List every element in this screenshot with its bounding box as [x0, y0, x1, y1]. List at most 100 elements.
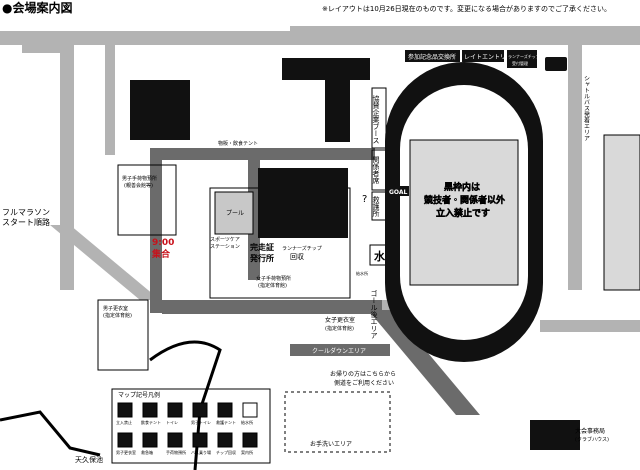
legend-label-water: 給水所	[241, 419, 253, 425]
medical-label: 救護所	[372, 195, 380, 218]
road-mid-vertical	[105, 45, 115, 155]
legend-label-eating: 飲食テント	[141, 419, 161, 425]
hq-label2: (クラブハウス)	[575, 436, 609, 443]
male-luggage-label2: (親善会館等)	[124, 182, 153, 189]
road-start-diagonal	[50, 225, 160, 300]
legend-label-no-entry: 立入禁止	[116, 419, 132, 425]
bus-icon	[192, 432, 208, 448]
sponsor-booth-box	[371, 87, 387, 149]
pool-label: プール	[226, 210, 244, 217]
restroom-icon	[167, 402, 183, 418]
legend-box	[111, 388, 271, 464]
runner-reception-label2: 受付管理	[512, 60, 528, 66]
no-entry-icon	[117, 402, 133, 418]
road-right-vertical	[568, 45, 582, 290]
course-start-line2: スタート順路	[2, 217, 50, 227]
boundary-lines	[0, 340, 222, 470]
path-top	[150, 148, 375, 160]
runner-reception-box	[507, 50, 537, 68]
dark-paths	[150, 148, 480, 415]
exit-note-line1: お帰りの方はこちらから	[330, 370, 396, 378]
male-locker-building	[97, 299, 149, 371]
legend-label-first-aid: 救急箱	[141, 449, 153, 455]
male-locker-label2: (指定体育館)	[103, 312, 132, 319]
creek-line	[149, 340, 222, 470]
locker-men-icon	[117, 432, 133, 448]
sponsor-booth-label: 協賛企業ブース	[372, 94, 380, 144]
restroom-men-icon	[192, 402, 208, 418]
late-entry-box	[462, 50, 504, 62]
cert-label1: 完走証	[250, 242, 274, 252]
female-locker-label2: (指定体育館)	[325, 325, 354, 332]
late-entry-label: レイトエントリー	[464, 54, 512, 61]
chip-label1: ランナーズチップ	[282, 245, 322, 252]
luggage-icon	[167, 432, 183, 448]
medical-icon	[217, 402, 233, 418]
water-icon	[242, 402, 258, 418]
gather-word: 集合	[151, 248, 171, 260]
goal-label: GOAL	[389, 189, 408, 196]
path-center-vertical	[248, 160, 260, 280]
sports-care-label2: ステーション	[210, 244, 240, 250]
info-icon	[242, 432, 258, 448]
relations-tent-label: 関係者席	[372, 156, 380, 185]
legend-items: 立入禁止飲食テントトイレ男子トイレ救護テント給水所男子更衣室救急箱手荷物預所バス…	[116, 402, 258, 455]
cooldown-label: クールダウンエリア	[312, 347, 366, 355]
question-label: ?	[362, 194, 367, 205]
female-luggage-label2: (指定体育館)	[258, 282, 287, 289]
path-cooldown	[290, 344, 390, 356]
legend-label-restroom: トイレ	[166, 420, 178, 425]
cert-label2: 発行所	[249, 253, 274, 263]
building-north-west	[130, 80, 190, 140]
legend-label-info: 案内所	[241, 449, 253, 455]
header-title: ●会場案内図	[2, 0, 72, 15]
goal-badge	[387, 186, 409, 196]
top-right-boxes: 参加記念品交換所 レイトエントリー ランナーズチップ 受付管理 シャトルバス発着…	[405, 50, 590, 141]
gift-exchange-label: 参加記念品交換所	[408, 53, 456, 61]
female-luggage-label1: 女子手荷物預所	[256, 275, 291, 282]
building-north	[282, 58, 370, 142]
legend-label-locker-men: 男子更衣室	[116, 449, 136, 455]
shuttle-bus-label: シャトルバス発着エリア	[583, 75, 590, 141]
legend-title: マップ記号凡例	[118, 391, 160, 399]
runner-reception-label1: ランナーズチップ	[508, 53, 540, 59]
sports-care-label1: スポーツケア	[210, 236, 240, 243]
infield-notice-line2: 競技者・関係者以外	[424, 194, 505, 206]
road-left-vertical	[60, 45, 74, 290]
legend-label-chip: チップ回収	[216, 449, 236, 455]
legend-label-restroom-men: 男子トイレ	[191, 419, 211, 425]
pool-area	[214, 191, 254, 235]
male-luggage-label1: 男子手荷物預所	[122, 175, 157, 182]
male-locker-label1: 男子更衣室	[103, 305, 128, 312]
path-exit-diagonal	[368, 310, 480, 415]
infield-notice-line3: 立入禁止です	[436, 207, 490, 219]
bus-icon	[545, 57, 567, 71]
water-small-label: 給水所	[356, 270, 368, 276]
exit-note-line2: 側道をご利用ください	[334, 379, 394, 387]
gather-time: 9:00	[152, 238, 174, 248]
building-far-right	[603, 134, 640, 291]
hand-wash-label: お手洗いエリア	[310, 440, 352, 448]
legend-label-luggage: 手荷物預所	[166, 449, 186, 455]
chip-icon	[217, 432, 233, 448]
water-label: 水	[374, 249, 386, 263]
eating-icon	[142, 402, 158, 418]
first-aid-icon	[142, 432, 158, 448]
road-right-bottom	[540, 320, 640, 332]
female-locker-label1: 女子更衣室	[325, 316, 355, 324]
gift-exchange-box	[405, 50, 460, 62]
header-notice: ※レイアウトは10月26日現在のものです。変更になる場合がありますのでご了承くだ…	[322, 4, 611, 13]
building-center	[258, 168, 348, 238]
legend-label-medical: 救護テント	[216, 419, 236, 425]
building-bottom-right	[530, 420, 580, 450]
food-stand-label: 物販・飲食テント	[218, 140, 258, 147]
chip-label2: 回収	[290, 253, 304, 261]
pond-line	[0, 410, 101, 457]
hand-wash-area	[284, 391, 391, 453]
goal-area-label: ゴール後エリア	[370, 289, 378, 339]
infield	[409, 139, 519, 286]
road-left-branch	[22, 45, 74, 53]
course-start-line1: フルマラソン	[2, 208, 50, 217]
